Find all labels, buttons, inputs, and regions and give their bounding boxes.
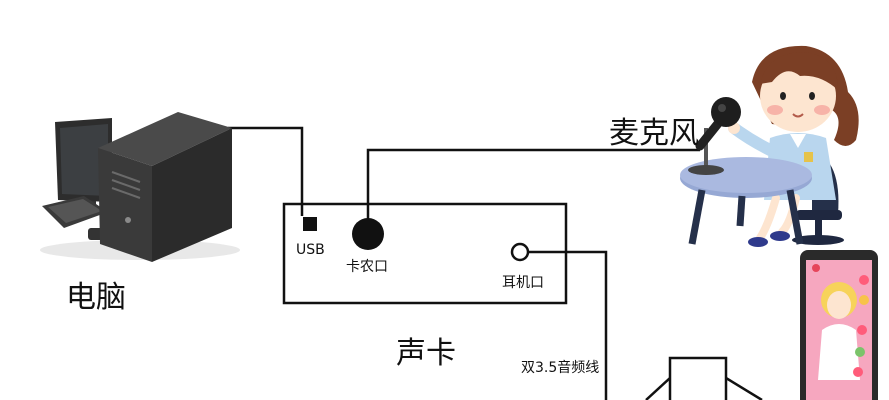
partial-device	[645, 356, 763, 400]
sound-card-label: 声卡	[396, 336, 456, 371]
canon-port-label: 卡农口	[346, 259, 388, 275]
usb-label: USB	[296, 242, 325, 258]
microphone-icon	[688, 97, 741, 175]
headphone-wire	[528, 250, 608, 400]
wires	[228, 126, 700, 400]
microphone-label: 麦克风	[609, 116, 699, 151]
smartphone-icon	[800, 250, 878, 400]
audio-cable-label: 双3.5音频线	[521, 360, 600, 376]
sound-card-box	[282, 202, 568, 305]
usb-port	[303, 217, 317, 231]
computer-label: 电脑	[66, 280, 126, 315]
desktop-computer-icon	[40, 112, 240, 262]
mic-wire	[366, 148, 700, 232]
headphone-port-label: 耳机口	[502, 275, 544, 291]
headphone-port	[510, 242, 530, 262]
usb-wire	[228, 126, 304, 216]
canon-port	[352, 218, 384, 250]
